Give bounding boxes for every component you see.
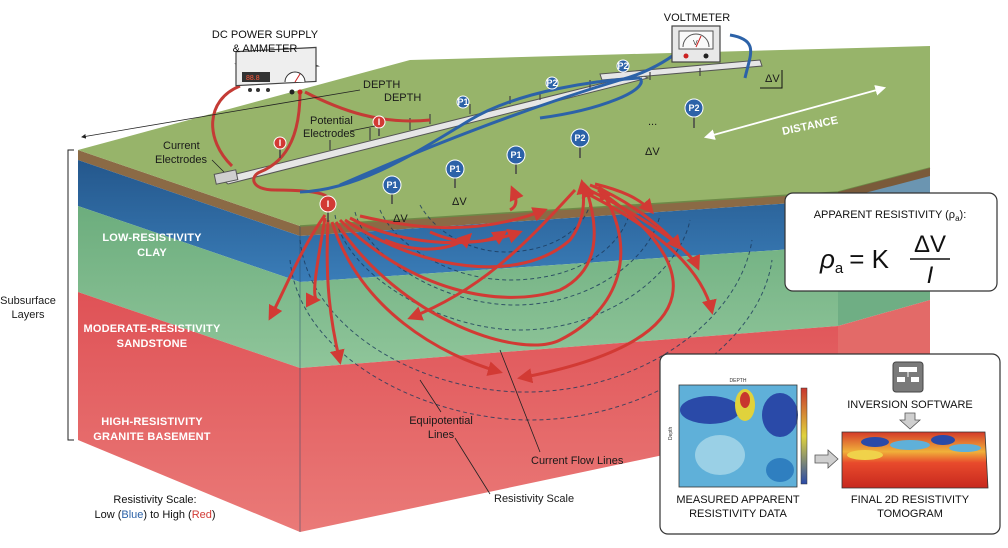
voltmeter: V VOLTMETER [664,12,730,63]
svg-text:P2: P2 [688,103,699,113]
block-front-face [78,150,838,532]
granite-label-1: HIGH-RESISTIVITY [101,416,203,428]
clay-label-1: LOW-RESISTIVITY [102,232,202,244]
current-electrode-left: I [319,195,337,222]
depth-label-2: DEPTH [384,92,421,104]
tomogram-label-2: TOMOGRAM [877,508,943,520]
svg-text:ΔV: ΔV [645,146,660,158]
measured-data-plot: DEPTH Depth MEASURED APPARENT RESISTIVIT… [668,378,808,520]
scale-caption: Resistivity Scale: Low (Blue) to High (R… [94,494,215,521]
software-arrow-icon [898,412,922,430]
potential-electrode-p2-b: P2 [684,98,704,128]
granite-layer [78,292,838,532]
current-electrode-small-1: I [273,136,287,158]
svg-text:I: I [279,138,282,148]
layer-labels: LOW-RESISTIVITY CLAY MODERATE-RESISTIVIT… [83,232,220,443]
current-flow-label: Current Flow Lines [531,455,624,467]
sandstone-label-1: MODERATE-RESISTIVITY [83,323,220,335]
dc-power-supply-ammeter: 88.8 DC POWER SUPPLY & AMMETER [212,29,320,95]
clay-layer [78,160,838,282]
callouts: Equipotential Lines Current Flow Lines R… [409,349,624,505]
inversion-inset: DEPTH Depth MEASURED APPARENT RESISTIVIT… [659,353,1001,535]
tomogram-plot: FINAL 2D RESISTIVITY TOMOGRAM [841,431,989,520]
measured-label-1: MEASURED APPARENT [676,494,800,506]
potential-electrodes-label-1: Potential [310,115,353,127]
measured-label-2: RESISTIVITY DATA [689,508,787,520]
svg-text:ΔV: ΔV [393,213,408,225]
potential-electrode-p1-b: P1 [445,159,465,188]
formula-title: APPARENT RESISTIVITY (ρa): [814,209,967,223]
svg-text:V: V [693,40,698,47]
dc-power-label-line2: & AMMETER [233,43,298,55]
scale-caption-title: Resistivity Scale: [113,494,196,506]
current-flow-lines [268,179,717,384]
plot-top-label: DEPTH [730,378,747,384]
delta-v-markers: ΔV ΔV ΔV ΔV [393,70,783,225]
apparent-resistivity-box: APPARENT RESISTIVITY (ρa): ρa= K ΔV I [784,192,998,292]
potential-electrode-small-p2: P2 [545,76,559,90]
current-electrodes-label-1: Current [163,140,200,152]
svg-text:ΔV: ΔV [452,196,467,208]
formula-numerator: ΔV [914,231,946,258]
clay-label-2: CLAY [137,247,167,259]
svg-text:P2: P2 [546,78,557,88]
svg-text:P1: P1 [510,150,521,160]
granite-label-2: GRANITE BASEMENT [93,431,211,443]
sandstone-label-2: SANDSTONE [117,338,188,350]
svg-text:I: I [327,199,330,209]
subsurface-label-1: Subsurface [0,295,56,307]
formula-denominator: I [927,262,934,289]
potential-electrode-p1-a: P1 [382,175,402,204]
potential-electrode-small-p2-far: P2 [616,59,630,73]
svg-text:P1: P1 [386,180,397,190]
subsurface-label-2: Layers [11,309,45,321]
resistivity-scale-label: Resistivity Scale [494,493,574,505]
svg-text:P1: P1 [457,97,468,107]
electrode-ellipsis: ... [648,116,657,128]
voltmeter-label: VOLTMETER [664,12,730,24]
potential-electrode-p2-a: P2 [570,128,590,158]
equipotential-label-1: Equipotential [409,415,473,427]
dc-power-label-line1: DC POWER SUPPLY [212,29,319,41]
formula-lhs: ρa= K [819,244,890,277]
inset-arrow-icon [814,449,839,469]
tomogram-label-1: FINAL 2D RESISTIVITY [851,494,970,506]
potential-electrodes-label-2: Electrodes [303,128,355,140]
voltmeter-delta-v: ΔV [765,73,780,85]
scale-caption-range: Low (Blue) to High (Red) [94,509,215,521]
inversion-software-label: INVERSION SOFTWARE [847,399,973,411]
ammeter-display [242,72,270,82]
potential-electrode-p1-c: P1 [506,145,526,174]
svg-text:P1: P1 [449,164,460,174]
potential-electrode-small-p1: P1 [456,95,470,109]
current-electrodes-label-2: Electrodes [155,154,207,166]
svg-text:I: I [378,117,381,127]
software-flowchart-icon [892,361,924,393]
svg-text:P2: P2 [617,61,628,71]
svg-text:P2: P2 [574,133,585,143]
sandstone-layer [78,206,838,368]
depth-label-1: DEPTH [363,79,400,91]
plot-side-label: Depth [668,426,674,440]
equipotential-label-2: Lines [428,429,455,441]
electrodes: I I I P1 P1 P1 P2 [273,59,704,222]
svg-text:88.8: 88.8 [246,75,260,82]
subsurface-bracket: Subsurface Layers [0,149,74,441]
current-electrode-small-2: I [372,115,386,136]
